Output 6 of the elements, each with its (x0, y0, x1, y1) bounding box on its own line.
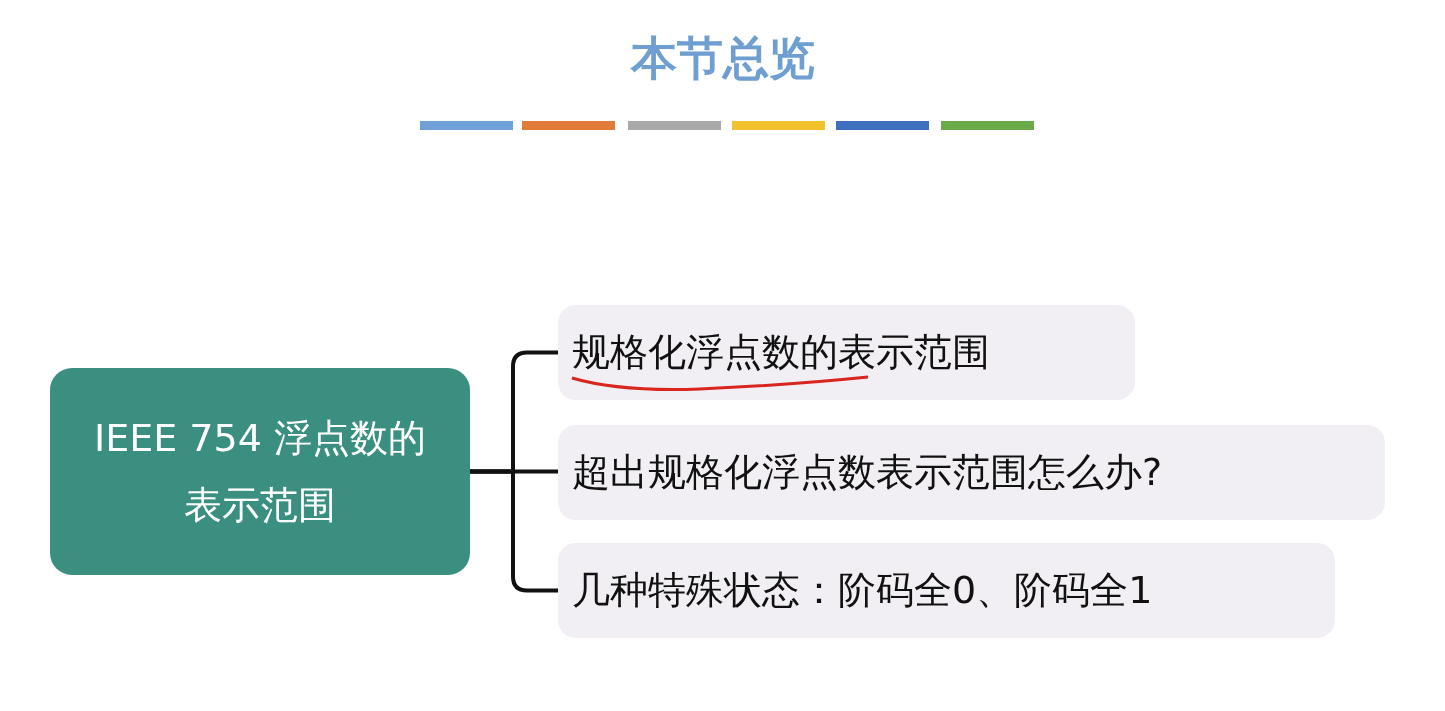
subtopic-box: 几种特殊状态：阶码全0、阶码全1 (558, 543, 1335, 638)
subtopic-box: 规格化浮点数的表示范围 (558, 305, 1135, 400)
title: 本节总览 (629, 30, 816, 87)
topic-box: IEEE 754 浮点数的表示范围 (50, 368, 470, 575)
connector-line (470, 469, 558, 593)
subtopic-box: 超出规格化浮点数表示范围怎么办? (558, 425, 1385, 520)
